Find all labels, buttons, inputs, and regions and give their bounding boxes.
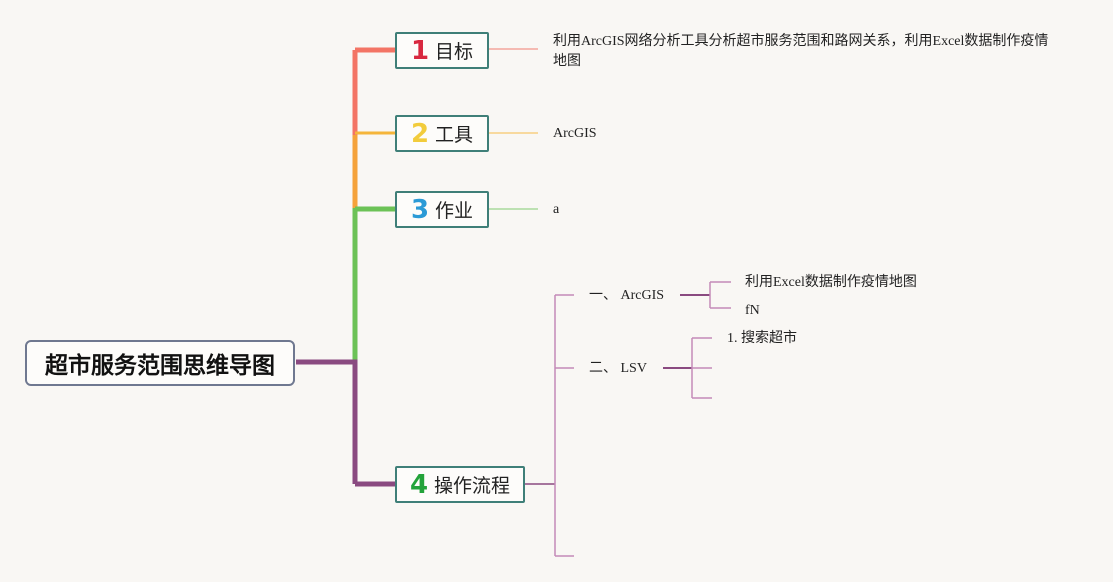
root-title: 超市服务范围思维导图: [45, 353, 275, 379]
tools-description[interactable]: ArcGIS: [553, 126, 597, 141]
branch-tools-number: 2: [410, 118, 430, 149]
branch-goal-number: 1: [410, 35, 430, 66]
lsv-sub-search[interactable]: 1. 搜索超市: [727, 331, 797, 346]
branch-operations-number: 4: [409, 469, 429, 500]
branch-homework-label: 作业: [435, 200, 474, 222]
branch-operations-label: 操作流程: [434, 475, 511, 497]
branch-homework[interactable]: 3 作业: [395, 191, 489, 228]
trunk-line-4: [296, 359, 358, 484]
step-arcgis[interactable]: 一、 ArcGIS: [589, 288, 665, 303]
goal-description[interactable]: 利用ArcGIS网络分析工具分析超市服务范围和路网关系，利用Excel数据制作疫…: [553, 34, 1049, 69]
branch-homework-number: 3: [410, 194, 430, 225]
branch-goal[interactable]: 1 目标: [395, 32, 489, 69]
branch-operations[interactable]: 4 操作流程: [395, 466, 525, 503]
root-node[interactable]: 超市服务范围思维导图: [25, 340, 295, 386]
arcgis-sub-excel-map[interactable]: 利用Excel数据制作疫情地图: [745, 275, 917, 290]
homework-description[interactable]: a: [553, 202, 560, 217]
branch-goal-label: 目标: [435, 41, 474, 63]
arcgis-sub-fn[interactable]: fN: [745, 303, 760, 318]
branch-tools[interactable]: 2 工具: [395, 115, 489, 152]
branch-tools-label: 工具: [435, 124, 474, 146]
step-lsv[interactable]: 二、 LSV: [589, 361, 647, 376]
